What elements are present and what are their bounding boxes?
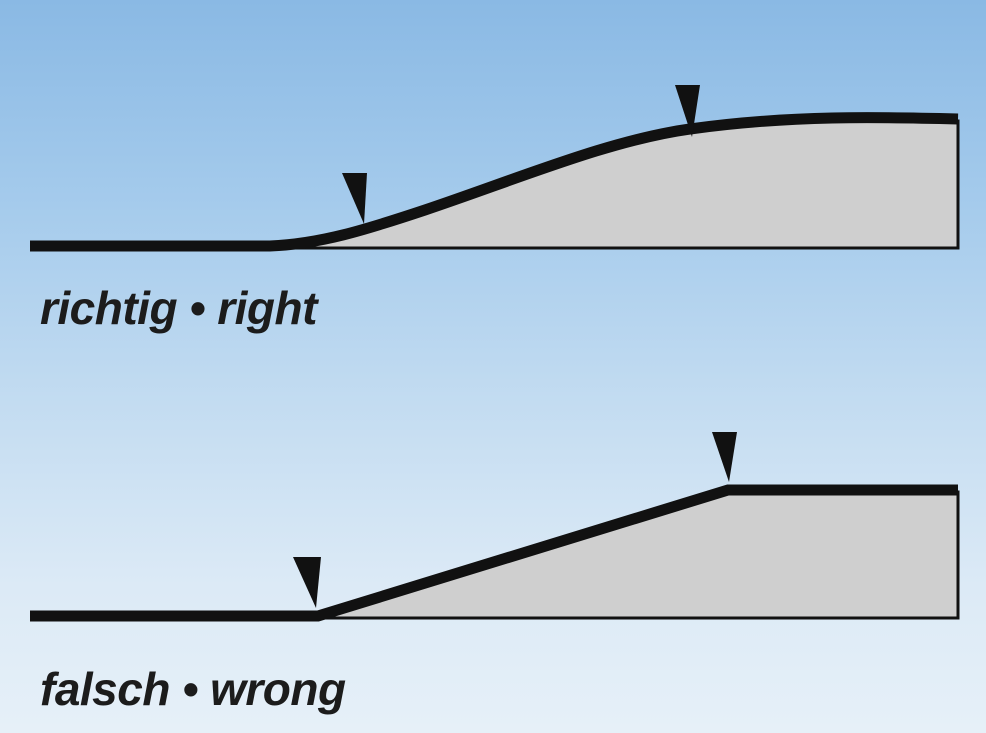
straight-track-profile bbox=[30, 484, 958, 622]
ramp-end-marker bbox=[712, 432, 737, 482]
transition-start-marker bbox=[342, 173, 367, 224]
caption-right: richtig • right bbox=[40, 282, 317, 334]
panel-right bbox=[30, 85, 960, 252]
transition-end-marker bbox=[675, 85, 700, 137]
smooth-track-profile bbox=[30, 112, 959, 252]
panel-wrong bbox=[30, 432, 960, 622]
straight-ramp-body bbox=[317, 490, 960, 620]
ramp-start-marker bbox=[293, 557, 321, 608]
caption-wrong: falsch • wrong bbox=[40, 663, 346, 715]
